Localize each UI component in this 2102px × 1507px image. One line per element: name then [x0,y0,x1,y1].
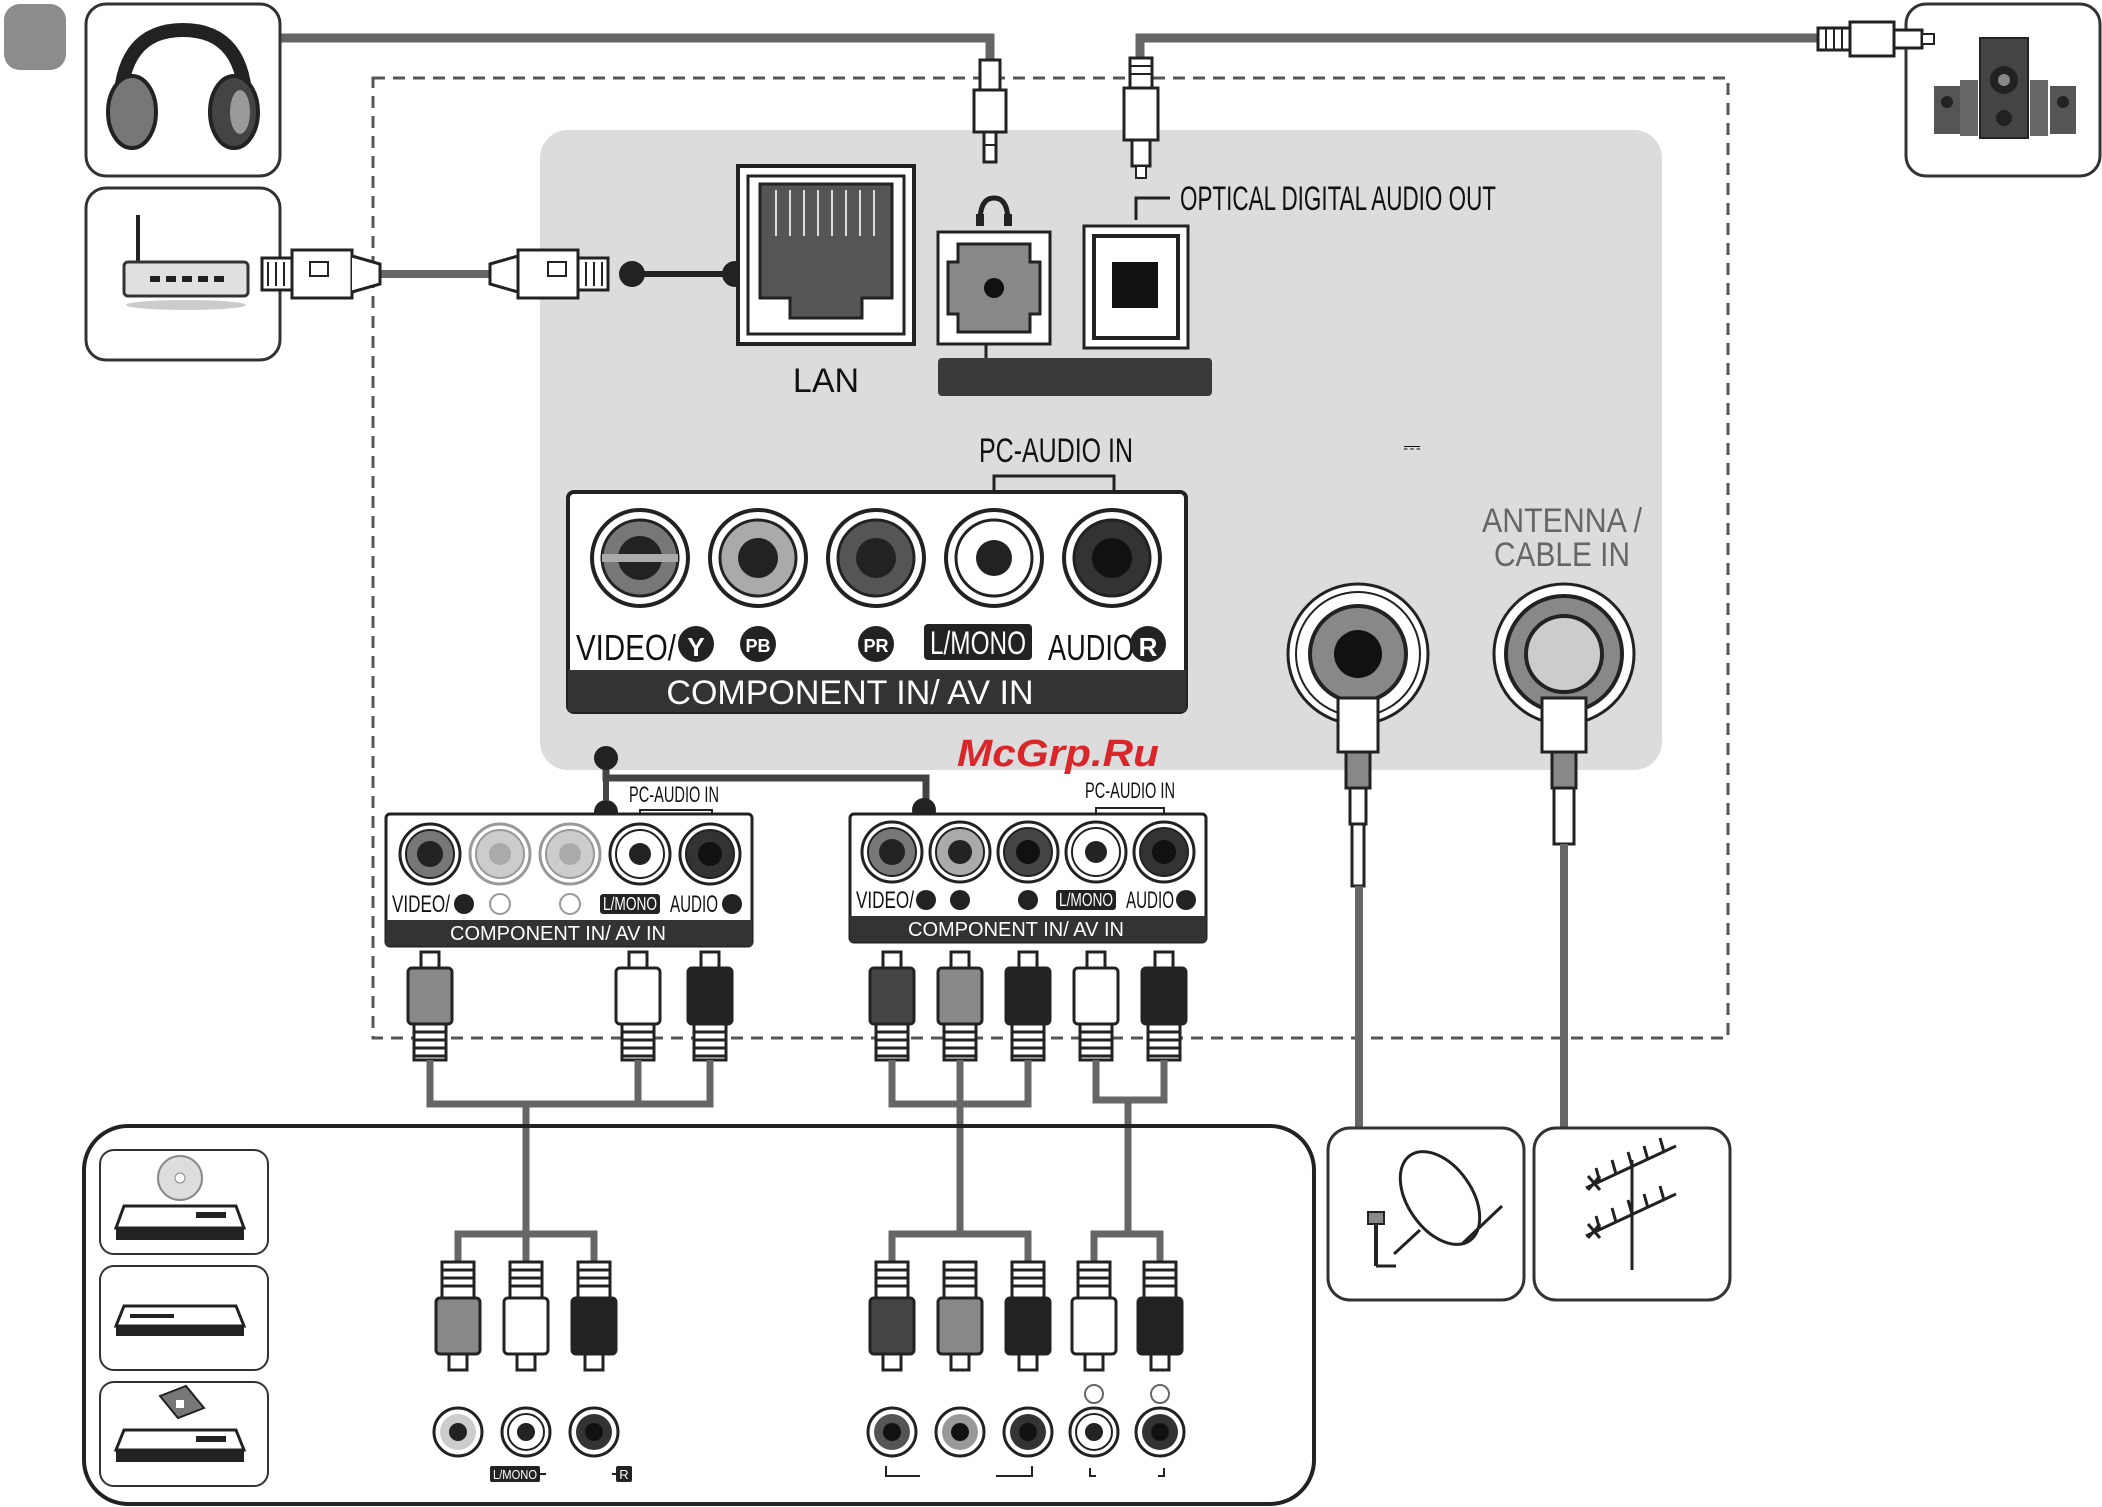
component-cable [892,1060,1028,1264]
step-badge [4,4,66,70]
small-av-panel-2: PC-AUDIO IN VIDEO/ L/MONO AUDIO COMPONEN… [850,778,1206,942]
satellite-f-connector [1338,698,1378,886]
plug-dev-lmono [504,1262,548,1370]
small-component-label-1: COMPONENT IN/ AV IN [450,923,666,945]
set-top-box-icon [116,1306,244,1336]
antenna-f-connector [1542,698,1586,844]
dc-symbol: ⎓ [1403,434,1421,459]
component-av-in-label: COMPONENT IN/ AV IN [666,674,1033,712]
lan-plug-router [262,250,380,298]
headphone-cable [280,38,990,70]
plug-dev-lmono-2 [1072,1262,1116,1370]
av-cable-left [430,1060,710,1264]
camcorder-device [100,1382,268,1486]
plug-dev-r-2 [1138,1262,1182,1370]
plug-y-2 [870,952,914,1060]
router-device [86,188,280,360]
small-pc-audio-in-label-1: PC-AUDIO IN [629,782,719,807]
device-l-mono-label: L/MONO [493,1467,537,1482]
lan-plug-tv [490,250,608,298]
plug-video-1 [408,952,452,1060]
plug-pr-2 [1006,952,1050,1060]
watermark: McGrp.Ru [957,733,1159,775]
audio-label: AUDIO [1048,627,1134,668]
small-pc-audio-in-label-2: PC-AUDIO IN [1085,778,1175,803]
small-l-mono-label-1: L/MONO [603,894,657,914]
plug-dev-pb [938,1262,982,1370]
l-mono-label: L/MONO [930,625,1026,661]
jack-video-y [592,510,688,606]
plug-lmono-2 [1074,952,1118,1060]
optical-cable [1140,38,1820,68]
plug-dev-video [436,1262,480,1370]
antenna-label-line1: ANTENNA / [1482,502,1642,540]
y-badge: Y [687,632,704,662]
plug-lmono-1 [616,952,660,1060]
r-badge: R [1139,632,1158,662]
jack-l-mono [946,510,1042,606]
headphones-device [86,4,280,176]
lan-label: LAN [793,362,859,400]
device-r-label: R [619,1467,628,1482]
jack-pr [828,510,924,606]
set-top-box-device [100,1266,268,1370]
pc-audio-in-label: PC-AUDIO IN [979,432,1133,470]
satellite-dish-device [1328,1128,1524,1300]
pr-badge: PR [863,636,888,656]
jack-pb [710,510,806,606]
jack-audio-r [1064,510,1160,606]
component-av-panel: VIDEO/ Y PB PR L/MONO AUDIO R COMPONENT … [568,492,1186,712]
plug-dev-y [870,1262,914,1370]
device-jacks-component [868,1385,1184,1476]
pb-badge: PB [745,636,770,656]
small-l-mono-label-2: L/MONO [1059,890,1113,910]
antenna-label-line2: CABLE IN [1494,536,1630,574]
optical-label: OPTICAL DIGITAL AUDIO OUT [1180,180,1496,218]
audio-cable-right [1094,1060,1164,1264]
plug-pb-2 [938,952,982,1060]
plug-r-2 [1142,952,1186,1060]
lan-port [738,166,914,344]
plug-r-1 [688,952,732,1060]
antenna-device [1534,1128,1730,1300]
small-audio-label-2: AUDIO [1126,887,1174,914]
small-av-panel-1: PC-AUDIO IN VIDEO/ L/MONO AUDIO COMPONEN… [386,782,752,946]
dvd-player-device [100,1150,268,1254]
small-video-y-label-2: VIDEO/ [856,887,914,914]
speaker-system-device [1906,4,2100,176]
video-y-label: VIDEO/ [576,627,676,668]
optical-port [1084,226,1188,348]
plug-dev-pr [1006,1262,1050,1370]
small-video-y-label-1: VIDEO/ [392,891,450,918]
small-component-label-2: COMPONENT IN/ AV IN [908,919,1124,941]
plug-dev-r [572,1262,616,1370]
audio-out-bar [938,358,1212,396]
device-jacks-av: L/MONO R [434,1408,632,1482]
small-audio-label-1: AUDIO [670,891,718,918]
